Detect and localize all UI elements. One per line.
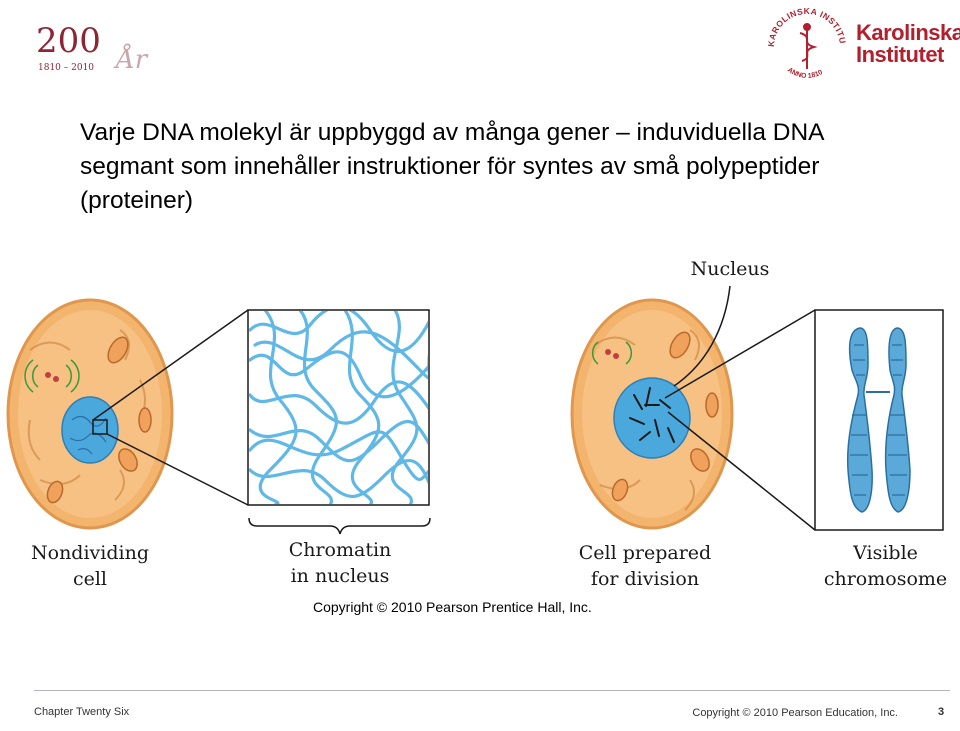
label-chromatin: Chromatin in nucleus — [250, 537, 430, 589]
label-nondividing-line1: Nondividing — [31, 542, 149, 564]
label-visible-chromosome: Visible chromosome — [808, 540, 960, 592]
anniversary-years: 1810 – 2010 — [38, 63, 94, 73]
anniversary-suffix: År — [113, 43, 149, 75]
label-visible-line1: Visible — [853, 542, 918, 564]
ki-wordmark-line1: Karolinska — [856, 20, 960, 45]
zoom-lines — [92, 309, 249, 506]
bracket — [248, 517, 431, 535]
label-prepared-line2: for division — [590, 568, 700, 590]
chromatin-panel — [247, 309, 430, 506]
label-nondividing-cell: Nondividing cell — [10, 540, 170, 592]
footer-divider — [34, 690, 950, 691]
nucleus-pointer — [673, 285, 731, 387]
label-chromatin-line1: Chromatin — [288, 539, 392, 561]
ki-wordmark-line2: Institutet — [856, 42, 944, 67]
slide-heading: Varje DNA molekyl är uppbyggd av många g… — [80, 119, 824, 214]
centrosome-icon — [24, 359, 80, 393]
svg-text:ANNO 1810: ANNO 1810 — [786, 67, 824, 81]
figure-copyright: Copyright © 2010 Pearson Prentice Hall, … — [313, 599, 592, 615]
label-visible-line2: chromosome — [823, 568, 948, 590]
anniversary-logo: 200 1810 – 2010 År — [36, 22, 149, 75]
nondividing-cell-illustration — [6, 298, 174, 530]
label-nondividing-line2: cell — [72, 568, 108, 590]
label-nucleus-text: Nucleus — [690, 258, 770, 280]
ki-wordmark: Karolinska Institutet — [856, 22, 960, 66]
staff-of-asclepius-icon — [799, 23, 818, 69]
ki-seal-logo: KAROLINSKA INSTITUTET ANNO 1810 — [764, 5, 847, 81]
label-chromatin-line2: in nucleus — [290, 565, 390, 587]
ki-seal-year: ANNO 1810 — [786, 67, 824, 81]
anniversary-number: 200 — [36, 22, 101, 61]
label-nucleus: Nucleus — [680, 256, 780, 282]
chromatin-figure — [6, 285, 944, 535]
chromosome-panel — [814, 309, 944, 531]
dividing-cell-illustration — [570, 298, 734, 530]
label-cell-prepared: Cell prepared for division — [555, 540, 735, 592]
label-prepared-line1: Cell prepared — [578, 542, 712, 564]
chromosome-icon — [846, 327, 911, 513]
footer-chapter: Chapter Twenty Six — [34, 706, 130, 718]
mitochondrion-icon — [46, 336, 152, 504]
page-number: 3 — [938, 706, 945, 718]
condensed-chromosomes — [629, 387, 675, 443]
footer-copyright: Copyright © 2010 Pearson Education, Inc. — [692, 707, 898, 719]
